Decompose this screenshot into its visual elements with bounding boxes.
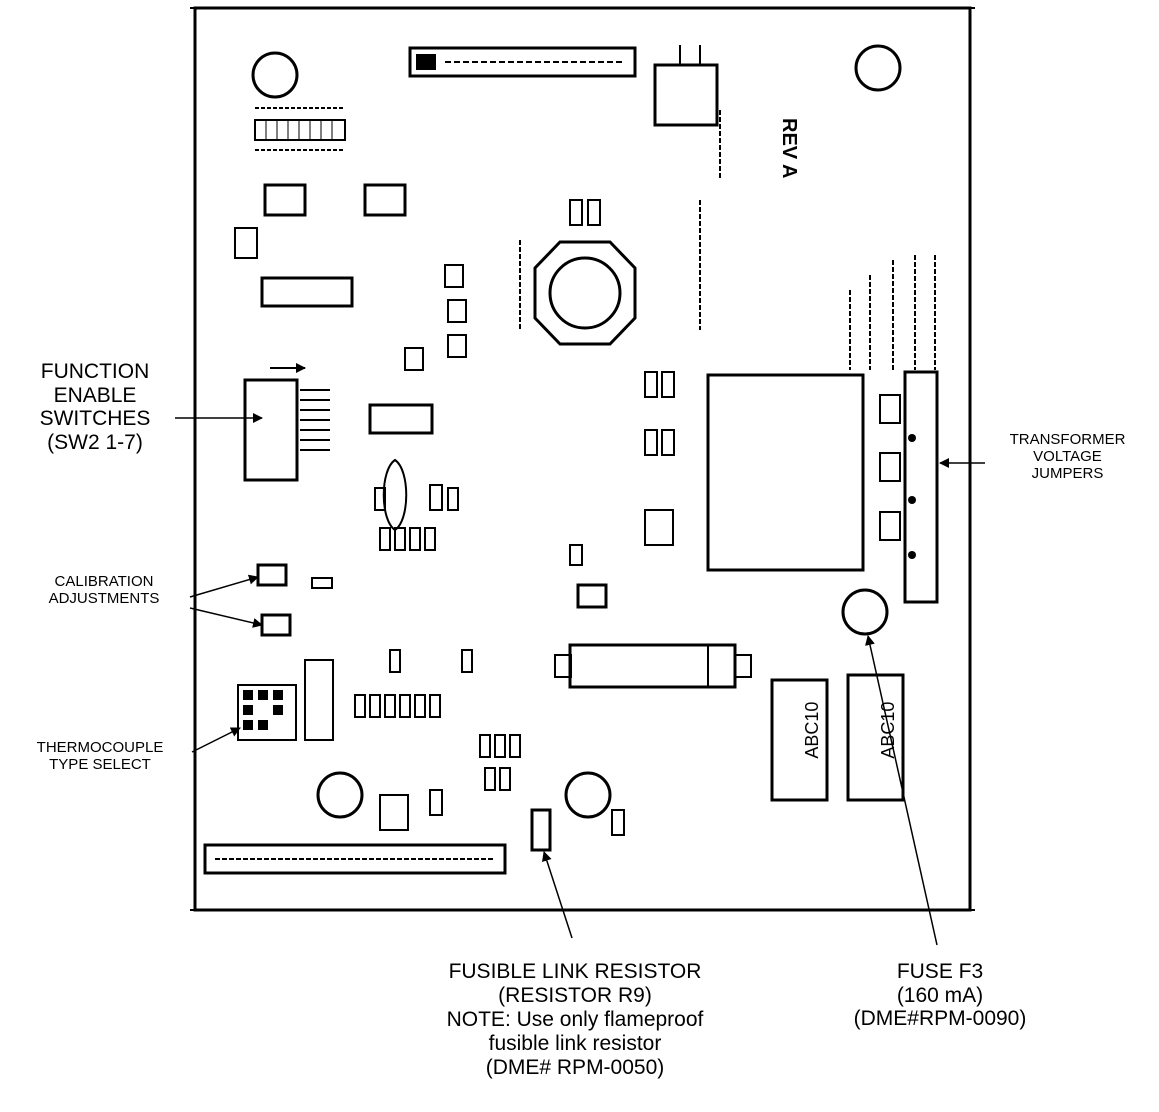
battery (533, 240, 637, 346)
fuse-f3 (841, 588, 889, 636)
mounting-hole (251, 51, 299, 99)
top-connector (408, 46, 637, 78)
transformer (706, 373, 865, 572)
function-enable-switch (243, 378, 299, 482)
board-note-box (203, 843, 507, 875)
leader-fuse (865, 635, 938, 946)
callout-function-enable: FUNCTION ENABLE SWITCHES (SW2 1-7) (39, 360, 151, 454)
callout-calibration: CALIBRATION ADJUSTMENTS (48, 573, 160, 607)
callout-fuse: FUSE F3 (160 mA) (DME#RPM-0090) (853, 960, 1027, 1031)
mounting-hole (316, 771, 364, 819)
ic-label-2: ABC10 (877, 701, 898, 759)
connector-block (653, 63, 719, 127)
ic-label-1: ABC10 (801, 701, 822, 759)
thermocouple-select (237, 659, 334, 741)
fuse-box (770, 678, 829, 802)
board-outline (193, 6, 972, 912)
transformer-jumpers (903, 370, 939, 604)
leader-fusible-link (542, 851, 573, 939)
rev-label: REV A (778, 118, 800, 179)
header-pins (254, 107, 346, 151)
mounting-hole (564, 771, 612, 819)
leader-calibration-2 (189, 607, 263, 628)
fusible-link-resistor (530, 808, 552, 852)
callout-transformer: TRANSFORMER VOLTAGE JUMPERS (1009, 431, 1126, 482)
fuse-box (846, 673, 905, 802)
mounting-hole (854, 44, 902, 92)
callout-thermocouple: THERMOCOUPLE TYPE SELECT (36, 739, 164, 773)
leader-calibration-1 (189, 574, 259, 598)
leader-thermocouple (191, 727, 241, 753)
callout-fusible-link: FUSIBLE LINK RESISTOR (RESISTOR R9) NOTE… (446, 960, 704, 1079)
